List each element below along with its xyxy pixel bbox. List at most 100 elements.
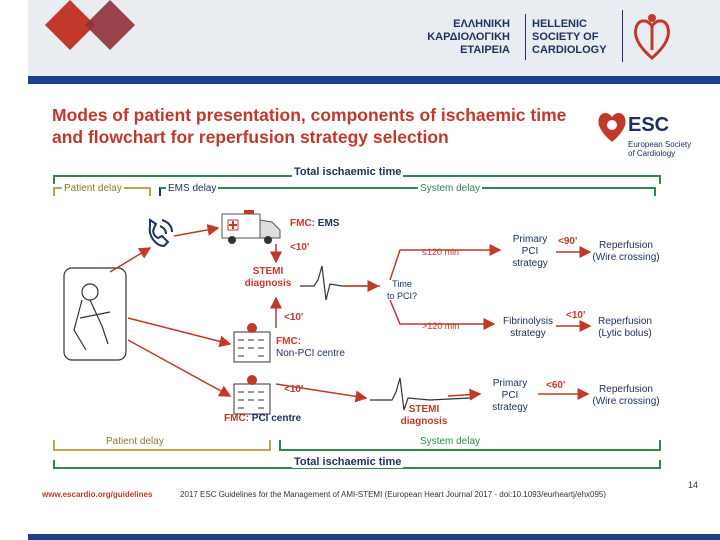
esc-name: ESC [628, 114, 670, 136]
reperfusion-wire-1: Reperfusion (Wire crossing) [586, 240, 666, 264]
label-line: (Wire crossing) [592, 396, 660, 407]
label-line: strategy [512, 258, 548, 269]
label-line: diagnosis [400, 416, 448, 427]
ecg-trace-2 [370, 377, 471, 411]
primary-pci-strategy-2: Primary PCI strategy [484, 378, 536, 414]
label-line: Reperfusion [598, 316, 652, 327]
ecg-trace-1 [300, 265, 380, 301]
stemi-diagnosis-label-1: STEMI diagnosis [238, 266, 298, 290]
heart-logo-icon [634, 14, 670, 60]
arrow-stemi-to-primary-pci-2 [447, 388, 482, 401]
label-line: FMC: [276, 336, 301, 347]
reperfusion-wire-2: Reperfusion (Wire crossing) [586, 384, 666, 408]
label-line: Non-PCI centre [276, 348, 345, 359]
primary-pci-strategy-1: Primary PCI strategy [504, 234, 556, 270]
arrow-phone-to-ambulance [173, 223, 220, 237]
time-lt10-label-2: <10' [566, 310, 586, 321]
dark-diamond-shape [85, 0, 135, 50]
footer-citation: 2017 ESC Guidelines for the Management o… [180, 490, 607, 499]
reperfusion-lytic: Reperfusion (Lytic bolus) [590, 316, 660, 340]
time-lt90-label: <90' [558, 236, 578, 247]
label-line: STEMI [252, 266, 284, 277]
le120-label: ≤120 min [422, 247, 459, 257]
time-lt10-label-4: <10' [284, 384, 304, 395]
pci-hospital-icon [233, 375, 271, 415]
label-line: (Wire crossing) [592, 252, 660, 263]
patient-delay-top-label: Patient delay [62, 183, 124, 195]
patient-delay-bottom-label: Patient delay [104, 436, 166, 448]
arrow-to-fibrinolysis [389, 299, 496, 330]
gt120-label: >120 min [422, 321, 460, 331]
system-delay-bottom-label: System delay [418, 436, 483, 448]
label-line: (Lytic bolus) [598, 328, 652, 339]
time-lt10-label-1: <10' [290, 242, 310, 253]
label-line: diagnosis [244, 278, 292, 289]
non-pci-hospital-icon [233, 323, 271, 363]
slide-title: Modes of patient presentation, component… [52, 104, 592, 148]
arrow-pci-centre-to-stemi [275, 383, 368, 403]
time-lt60-label: <60' [546, 380, 566, 391]
fmc-suffix: PCI centre [249, 413, 302, 424]
arrow-patient-to-nonpci [127, 317, 232, 348]
patient-figure-icon [63, 267, 127, 361]
header-blue-strip [28, 76, 720, 84]
footer-blue-strip [28, 534, 720, 540]
total-time-bottom-bracket [53, 460, 661, 469]
header-band [28, 0, 720, 78]
label-line: PCI [521, 246, 539, 257]
title-line: and flowchart for reperfusion strategy s… [52, 127, 449, 147]
arrow-patient-to-phone [109, 247, 152, 273]
phone-icon [148, 218, 173, 248]
time-to-pci-decision: Time to PCI? [380, 278, 424, 302]
total-time-bottom-label: Total ischaemic time [292, 456, 404, 468]
label-line: STEMI [408, 404, 440, 415]
total-time-top-label: Total ischaemic time [292, 166, 404, 178]
english-line: HELLENIC [532, 18, 587, 30]
label-line: PCI [501, 390, 519, 401]
system-delay-top-label: System delay [418, 183, 483, 195]
arrow-to-primary-pci [389, 244, 502, 281]
footer-url-link[interactable]: www.escardio.org/guidelines [42, 490, 153, 499]
greek-line: ΚΑΡΔΙΟΛΟΓΙΚΗ [427, 31, 510, 43]
english-line: SOCIETY OF [532, 31, 599, 43]
english-society-name: HELLENIC SOCIETY OF CARDIOLOGY [532, 18, 622, 57]
header-divider [525, 14, 526, 60]
title-line: Modes of patient presentation, component… [52, 105, 567, 125]
greek-society-name: ΕΛΛΗΝΙΚΗ ΚΑΡΔΙΟΛΟΓΙΚΗ ΕΤΑΙΡΕΙΑ [400, 18, 510, 57]
ambulance-icon [221, 210, 281, 244]
label-line: Fibrinolysis [502, 316, 553, 327]
patient-delay-bottom-bracket [53, 440, 271, 451]
header-logo-shapes [45, 0, 135, 50]
fmc-prefix: FMC: [290, 218, 315, 229]
label-line: Time [392, 279, 412, 289]
label-line: Reperfusion [599, 384, 653, 395]
esc-sub-line: of Cardiology [628, 149, 676, 158]
esc-sub-line: European Society [628, 140, 692, 149]
header-divider-2 [622, 10, 623, 62]
label-line: Reperfusion [599, 240, 653, 251]
fmc-suffix: EMS [315, 218, 340, 229]
greek-line: ΕΤΑΙΡΕΙΑ [460, 44, 510, 56]
system-delay-bottom-bracket [279, 440, 661, 451]
label-line: to PCI? [386, 291, 417, 301]
esc-subtitle: European Society of Cardiology [628, 140, 691, 158]
fmc-pci-centre-label: FMC: PCI centre [224, 413, 301, 425]
arrow-patient-to-pci [127, 339, 232, 397]
red-diamond-shape [45, 0, 95, 50]
ems-delay-label: EMS delay [166, 183, 219, 195]
fmc-prefix: FMC: [224, 413, 249, 424]
fmc-non-pci-label: FMC: Non-PCI centre [276, 336, 345, 360]
greek-line: ΕΛΛΗΝΙΚΗ [453, 18, 510, 30]
label-line: Primary [492, 378, 528, 389]
page-number: 14 [688, 480, 699, 490]
english-line: CARDIOLOGY [532, 44, 607, 56]
system-delay-top-bracket [160, 187, 656, 196]
label-line: strategy [492, 402, 528, 413]
label-line: strategy [510, 328, 546, 339]
esc-heart-icon [598, 112, 626, 142]
fmc-ems-label: FMC: EMS [290, 218, 339, 230]
stemi-diagnosis-label-2: STEMI diagnosis [394, 404, 454, 428]
label-line: Primary [512, 234, 548, 245]
time-lt10-label-3: <10' [284, 312, 304, 323]
fibrinolysis-strategy: Fibrinolysis strategy [496, 316, 560, 340]
